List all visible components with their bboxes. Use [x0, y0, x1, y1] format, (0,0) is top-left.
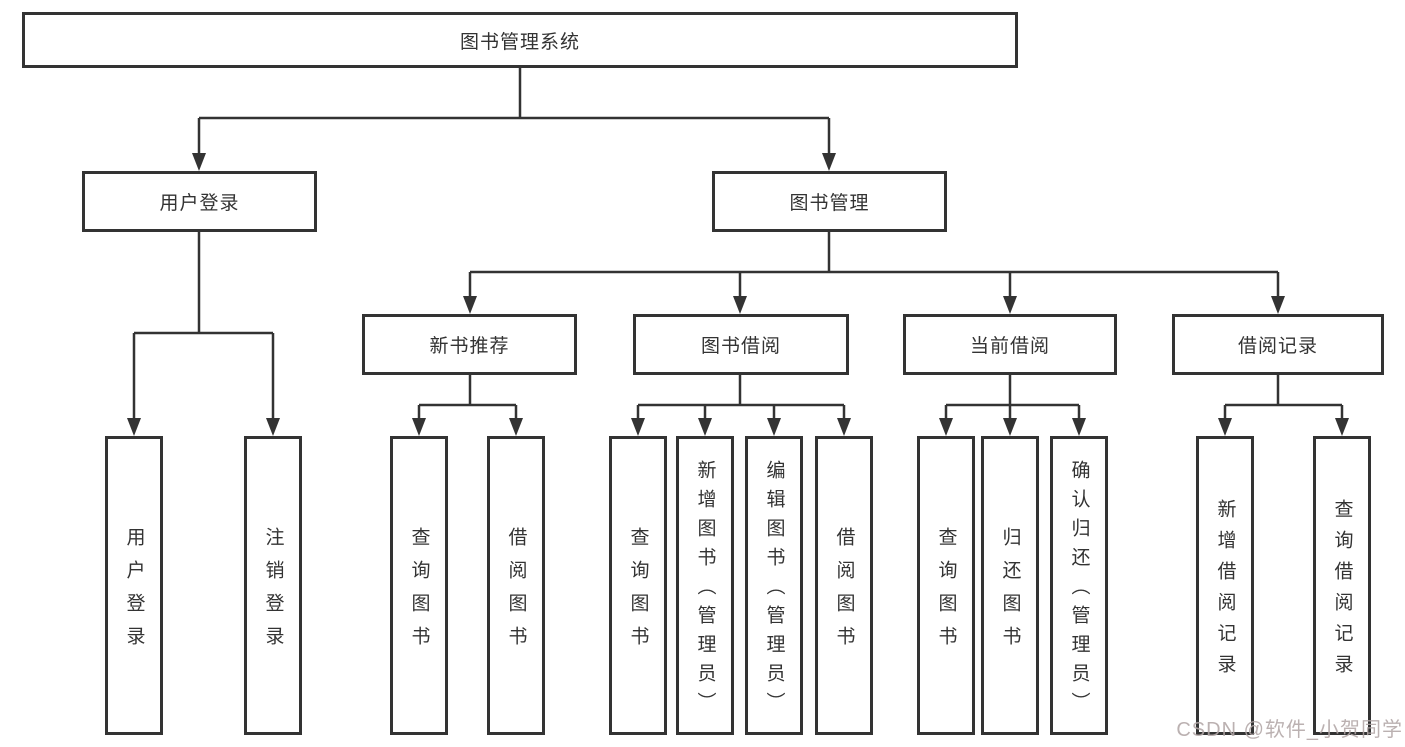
node-book-management-branch-label: 图书管理	[789, 193, 870, 214]
leaf-borrowing-query-books: 查询图书	[609, 436, 667, 735]
leaf-recommend-borrow-books: 借阅图书	[487, 436, 545, 735]
leaf-borrowing-borrow-books: 借阅图书	[815, 436, 873, 735]
node-book-borrowing-label: 图书借阅	[700, 336, 781, 357]
leaf-user-login-label: 用户登录	[123, 526, 145, 659]
leaf-user-login: 用户登录	[105, 436, 163, 735]
node-borrowing-records-label: 借阅记录	[1237, 336, 1318, 357]
node-system-root-label: 图书管理系统	[459, 31, 580, 53]
node-book-management-branch: 图书管理	[712, 171, 947, 232]
leaf-query-borrow-record-label: 查询借阅记录	[1331, 498, 1353, 685]
node-system-root: 图书管理系统	[22, 12, 1018, 68]
node-borrowing-records: 借阅记录	[1172, 314, 1384, 375]
leaf-return-books: 归还图书	[981, 436, 1039, 735]
node-new-book-recommend: 新书推荐	[362, 314, 577, 375]
leaf-confirm-return-admin-label: 确认归还（管理员）	[1068, 460, 1090, 721]
node-current-borrowing: 当前借阅	[903, 314, 1117, 375]
arrowheads	[127, 153, 1349, 436]
leaf-add-borrow-record: 新增借阅记录	[1196, 436, 1254, 735]
leaf-return-books-label: 归还图书	[999, 526, 1021, 659]
node-current-borrowing-label: 当前借阅	[969, 336, 1050, 357]
leaf-recommend-query-books-label: 查询图书	[408, 526, 430, 659]
node-new-book-recommend-label: 新书推荐	[429, 336, 510, 357]
leaf-edit-books-admin: 编辑图书（管理员）	[745, 436, 803, 735]
leaf-current-query-books: 查询图书	[917, 436, 975, 735]
leaf-borrowing-borrow-books-label: 借阅图书	[833, 526, 855, 659]
node-book-borrowing: 图书借阅	[633, 314, 849, 375]
leaf-confirm-return-admin: 确认归还（管理员）	[1050, 436, 1108, 735]
leaf-logout-label: 注销登录	[262, 526, 284, 659]
leaf-add-borrow-record-label: 新增借阅记录	[1214, 498, 1236, 685]
leaf-query-borrow-record: 查询借阅记录	[1313, 436, 1371, 735]
leaf-edit-books-admin-label: 编辑图书（管理员）	[763, 460, 785, 721]
leaf-current-query-books-label: 查询图书	[935, 526, 957, 659]
leaf-recommend-query-books: 查询图书	[390, 436, 448, 735]
node-user-login-branch: 用户登录	[82, 171, 317, 232]
leaf-borrowing-query-books-label: 查询图书	[627, 526, 649, 659]
node-user-login-branch-label: 用户登录	[159, 193, 240, 214]
leaf-add-books-admin: 新增图书（管理员）	[676, 436, 734, 735]
leaf-add-books-admin-label: 新增图书（管理员）	[694, 460, 716, 721]
csdn-watermark: CSDN @软件_小贺同学	[1176, 719, 1403, 741]
leaf-logout: 注销登录	[244, 436, 302, 735]
leaf-recommend-borrow-books-label: 借阅图书	[505, 526, 527, 659]
